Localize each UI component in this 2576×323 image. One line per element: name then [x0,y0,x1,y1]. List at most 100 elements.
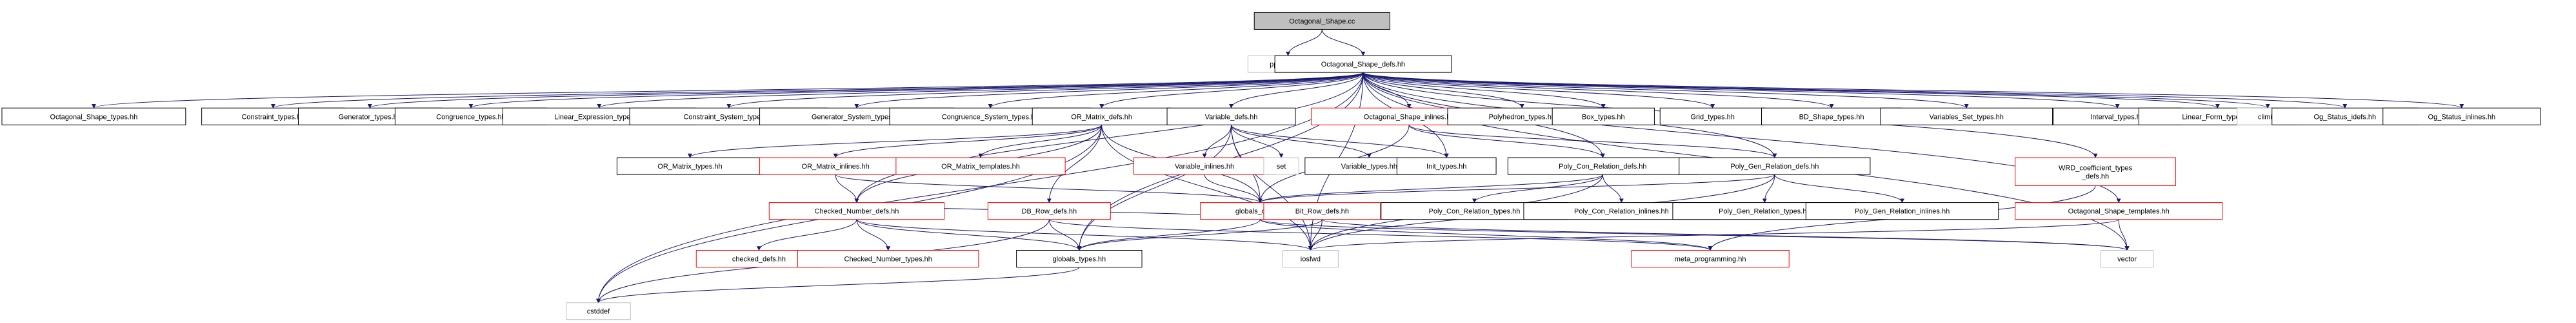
node-label: Box_types.hh [1582,113,1625,121]
node-label: Generator_types.hh [339,113,401,121]
node-variable-inlines-hh[interactable]: Variable_inlines.hh [1133,157,1276,175]
node-db-row-defs-hh[interactable]: DB_Row_defs.hh [987,202,1111,220]
node-octagonal-shape-cc[interactable]: Octagonal_Shape.cc [1253,12,1390,30]
node-label: cstddef [587,308,610,316]
edge-octagonal_shape_defs_hh-to-bd_shape_types_hh [1363,72,1834,109]
node-globals-types-hh[interactable]: globals_types.hh [1016,250,1143,268]
node-label: Linear_Expression_types.hh [554,113,644,121]
node-or-matrix-defs-hh[interactable]: OR_Matrix_defs.hh [1032,107,1172,125]
node-label: Og_Status_inlines.hh [2428,113,2496,121]
edge-checked_number_defs_hh-to-checked_defs_hh [757,219,857,251]
node-bd-shape-types-hh[interactable]: BD_Shape_types.hh [1761,107,1902,125]
node-poly-gen-relation-defs-hh[interactable]: Poly_Gen_Relation_defs.hh [1679,157,1871,175]
edge-octagonal_shape_defs_hh-to-linear_expression_types_hh [597,72,1364,109]
node-label: OR_Matrix_templates.hh [941,163,1020,171]
node-box-types-hh[interactable]: Box_types.hh [1552,107,1655,125]
node-bit-row-defs-hh[interactable]: Bit_Row_defs.hh [1263,202,1381,220]
node-octagonal-shape-defs-hh[interactable]: Octagonal_Shape_defs.hh [1274,55,1452,73]
edge-octagonal_shape_defs_hh-to-interval_types_hh [1363,72,2120,109]
node-label: Polyhedron_types.hh [1489,113,1555,121]
edge-poly_gen_relation_defs_hh-to-globals_defs_hh [1258,174,1775,203]
node-label: Congruence_types.hh [436,113,506,121]
node-or-matrix-types-hh[interactable]: OR_Matrix_types.hh [616,157,763,175]
edge-poly_con_relation_defs_hh-to-poly_con_relation_inlines_hh [1602,174,1624,203]
node-box [797,250,979,268]
node-poly-gen-relation-inlines-hh[interactable]: Poly_Gen_Relation_inlines.hh [1805,202,1999,220]
edge-octagonal_shape_cc-to-octagonal_shape_defs_hh [1321,29,1366,56]
edge-db_row_defs_hh-to-meta_programming_hh [1048,219,1713,251]
node-og-status-inlines-hh[interactable]: Og_Status_inlines.hh [2382,107,2541,125]
node-label: OR_Matrix_inlines.hh [802,163,870,171]
edge-octagonal_shape_defs_hh-to-congruence_system_types_hh [988,72,1364,109]
node-box [2100,250,2154,268]
node-box [1032,107,1172,125]
node-box [1805,202,1999,220]
edge-or_matrix_defs_hh-to-or_matrix_templates_hh [978,125,1103,158]
edge-db_row_defs_hh-to-globals_types_hh [1048,219,1082,251]
node-label: Octagonal_Shape_templates.hh [2068,208,2170,216]
node-box [2015,157,2176,187]
node-octagonal-shape-types-hh[interactable]: Octagonal_Shape_types.hh [1,107,186,125]
node-meta-programming-hh[interactable]: meta_programming.hh [1631,250,1790,268]
edge-variable_defs_hh-to-globals_types_hh [1077,125,1232,251]
node-variable-defs-hh[interactable]: Variable_defs.hh [1166,107,1296,125]
edge-octagonal_shape_defs_hh-to-grid_types_hh [1363,72,1715,109]
node-label: OR_Matrix_defs.hh [1071,113,1132,121]
edge-or_matrix_defs_hh-to-iosfwd [1101,125,1313,251]
node-box [1253,12,1390,30]
edge-octagonal_shape_defs_hh-to-octagonal_shape_types_hh [92,72,1364,109]
node-label: Poly_Con_Relation_inlines.hh [1574,208,1669,216]
node-box [1396,157,1497,175]
node-label: meta_programming.hh [1675,256,1746,264]
node-label: Constraint_types.hh [241,113,305,121]
node-wrd-coefficient-types-defs-hh[interactable]: WRD_coefficient_types_defs.hh [2015,157,2176,187]
node-label: Octagonal_Shape_types.hh [50,113,138,121]
edge-octagonal_shape_defs_hh-to-constraint_types_hh [271,72,1364,109]
node-checked-number-types-hh[interactable]: Checked_Number_types.hh [797,250,979,268]
node-cstddef: cstddef [566,302,631,320]
node-label: Variable_types.hh [1341,163,1397,171]
node-label: Init_types.hh [1426,163,1466,171]
node-layer: Octagonal_Shape.ccppl-config.hOctagonal_… [1,12,2541,320]
edge-octagonal_shape_inlines_hh-to-poly_gen_relation_defs_hh [1408,124,1777,158]
node-checked-number-defs-hh[interactable]: Checked_Number_defs.hh [768,202,945,220]
node-octagonal-shape-templates-hh[interactable]: Octagonal_Shape_templates.hh [2015,202,2223,220]
node-label: Octagonal_Shape_inlines.hh [1364,113,1455,121]
node-box [2382,107,2541,125]
node-variables-set-types-hh[interactable]: Variables_Set_types.hh [1880,107,2053,125]
node-label: Poly_Gen_Relation_inlines.hh [1855,208,1950,216]
node-int-types-hh[interactable]: Init_types.hh [1396,157,1497,175]
node-label: Linear_Form_types.hh [2182,113,2253,121]
node-label: Octagonal_Shape.cc [1289,17,1355,25]
node-label: Checked_Number_defs.hh [815,208,899,216]
edge-octagonal_shape_defs_hh-to-polyhedron_types_hh [1363,72,1524,109]
node-label: Checked_Number_types.hh [844,256,932,264]
node-label: iosfwd [1301,256,1321,264]
node-box [1166,107,1296,125]
node-label: OR_Matrix_types.hh [657,163,722,171]
node-box [616,157,763,175]
node-poly-con-relation-defs-hh[interactable]: Poly_Con_Relation_defs.hh [1507,157,1698,175]
edge-bit_row_defs_hh-to-globals_types_hh [1077,219,1323,251]
node-iosfwd: iosfwd [1282,250,1339,268]
node-box [1507,157,1698,175]
node-box [1552,107,1655,125]
edge-octagonal_shape_defs_hh-to-box_types_hh [1363,72,1606,109]
node-box [1880,107,2053,125]
edge-poly_con_relation_defs_hh-to-globals_defs_hh [1258,174,1603,203]
node-grid-types-hh[interactable]: Grid_types.hh [1659,107,1766,125]
node-or-matrix-inlines-hh[interactable]: OR_Matrix_inlines.hh [759,157,912,175]
edge-or_matrix_defs_hh-to-or_matrix_inlines_hh [833,125,1103,158]
node-or-matrix-templates-hh[interactable]: OR_Matrix_templates.hh [895,157,1066,175]
node-label: set [1277,163,1286,171]
node-label: Grid_types.hh [1690,113,1734,121]
edge-or_matrix_inlines_hh-to-checked_number_defs_hh [835,174,859,203]
node-label: Interval_types.hh [2090,113,2144,121]
edge-octagonal_shape_defs_hh-to-congruence_types_hh [468,72,1364,109]
edge-octagonal_shape_templates_hh-to-vector [2118,219,2130,251]
node-box [768,202,945,220]
node-box [1,107,186,125]
edge-variable_defs_hh-to-variable_inlines_hh [1202,125,1232,158]
node-vector: vector [2100,250,2154,268]
